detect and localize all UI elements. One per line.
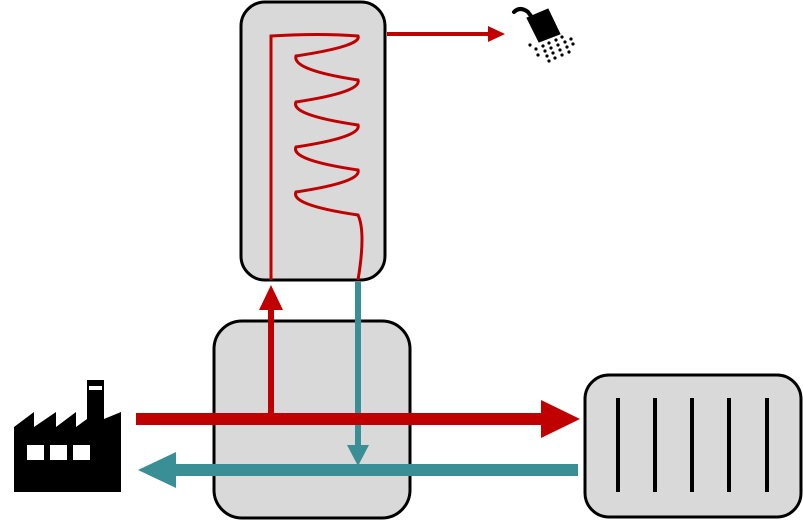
supply-arrowhead-up [259,285,283,310]
factory-icon [14,380,121,492]
tank-heating-coil [269,33,364,281]
radiator-fins [616,398,769,492]
outlet-arrowhead [488,26,505,42]
return-arrowhead-down [347,445,369,466]
supply-arrowhead-right [541,400,580,438]
return-arrowhead-left [138,452,176,488]
hot-water-tank [239,0,387,282]
shower-icon [512,7,575,63]
